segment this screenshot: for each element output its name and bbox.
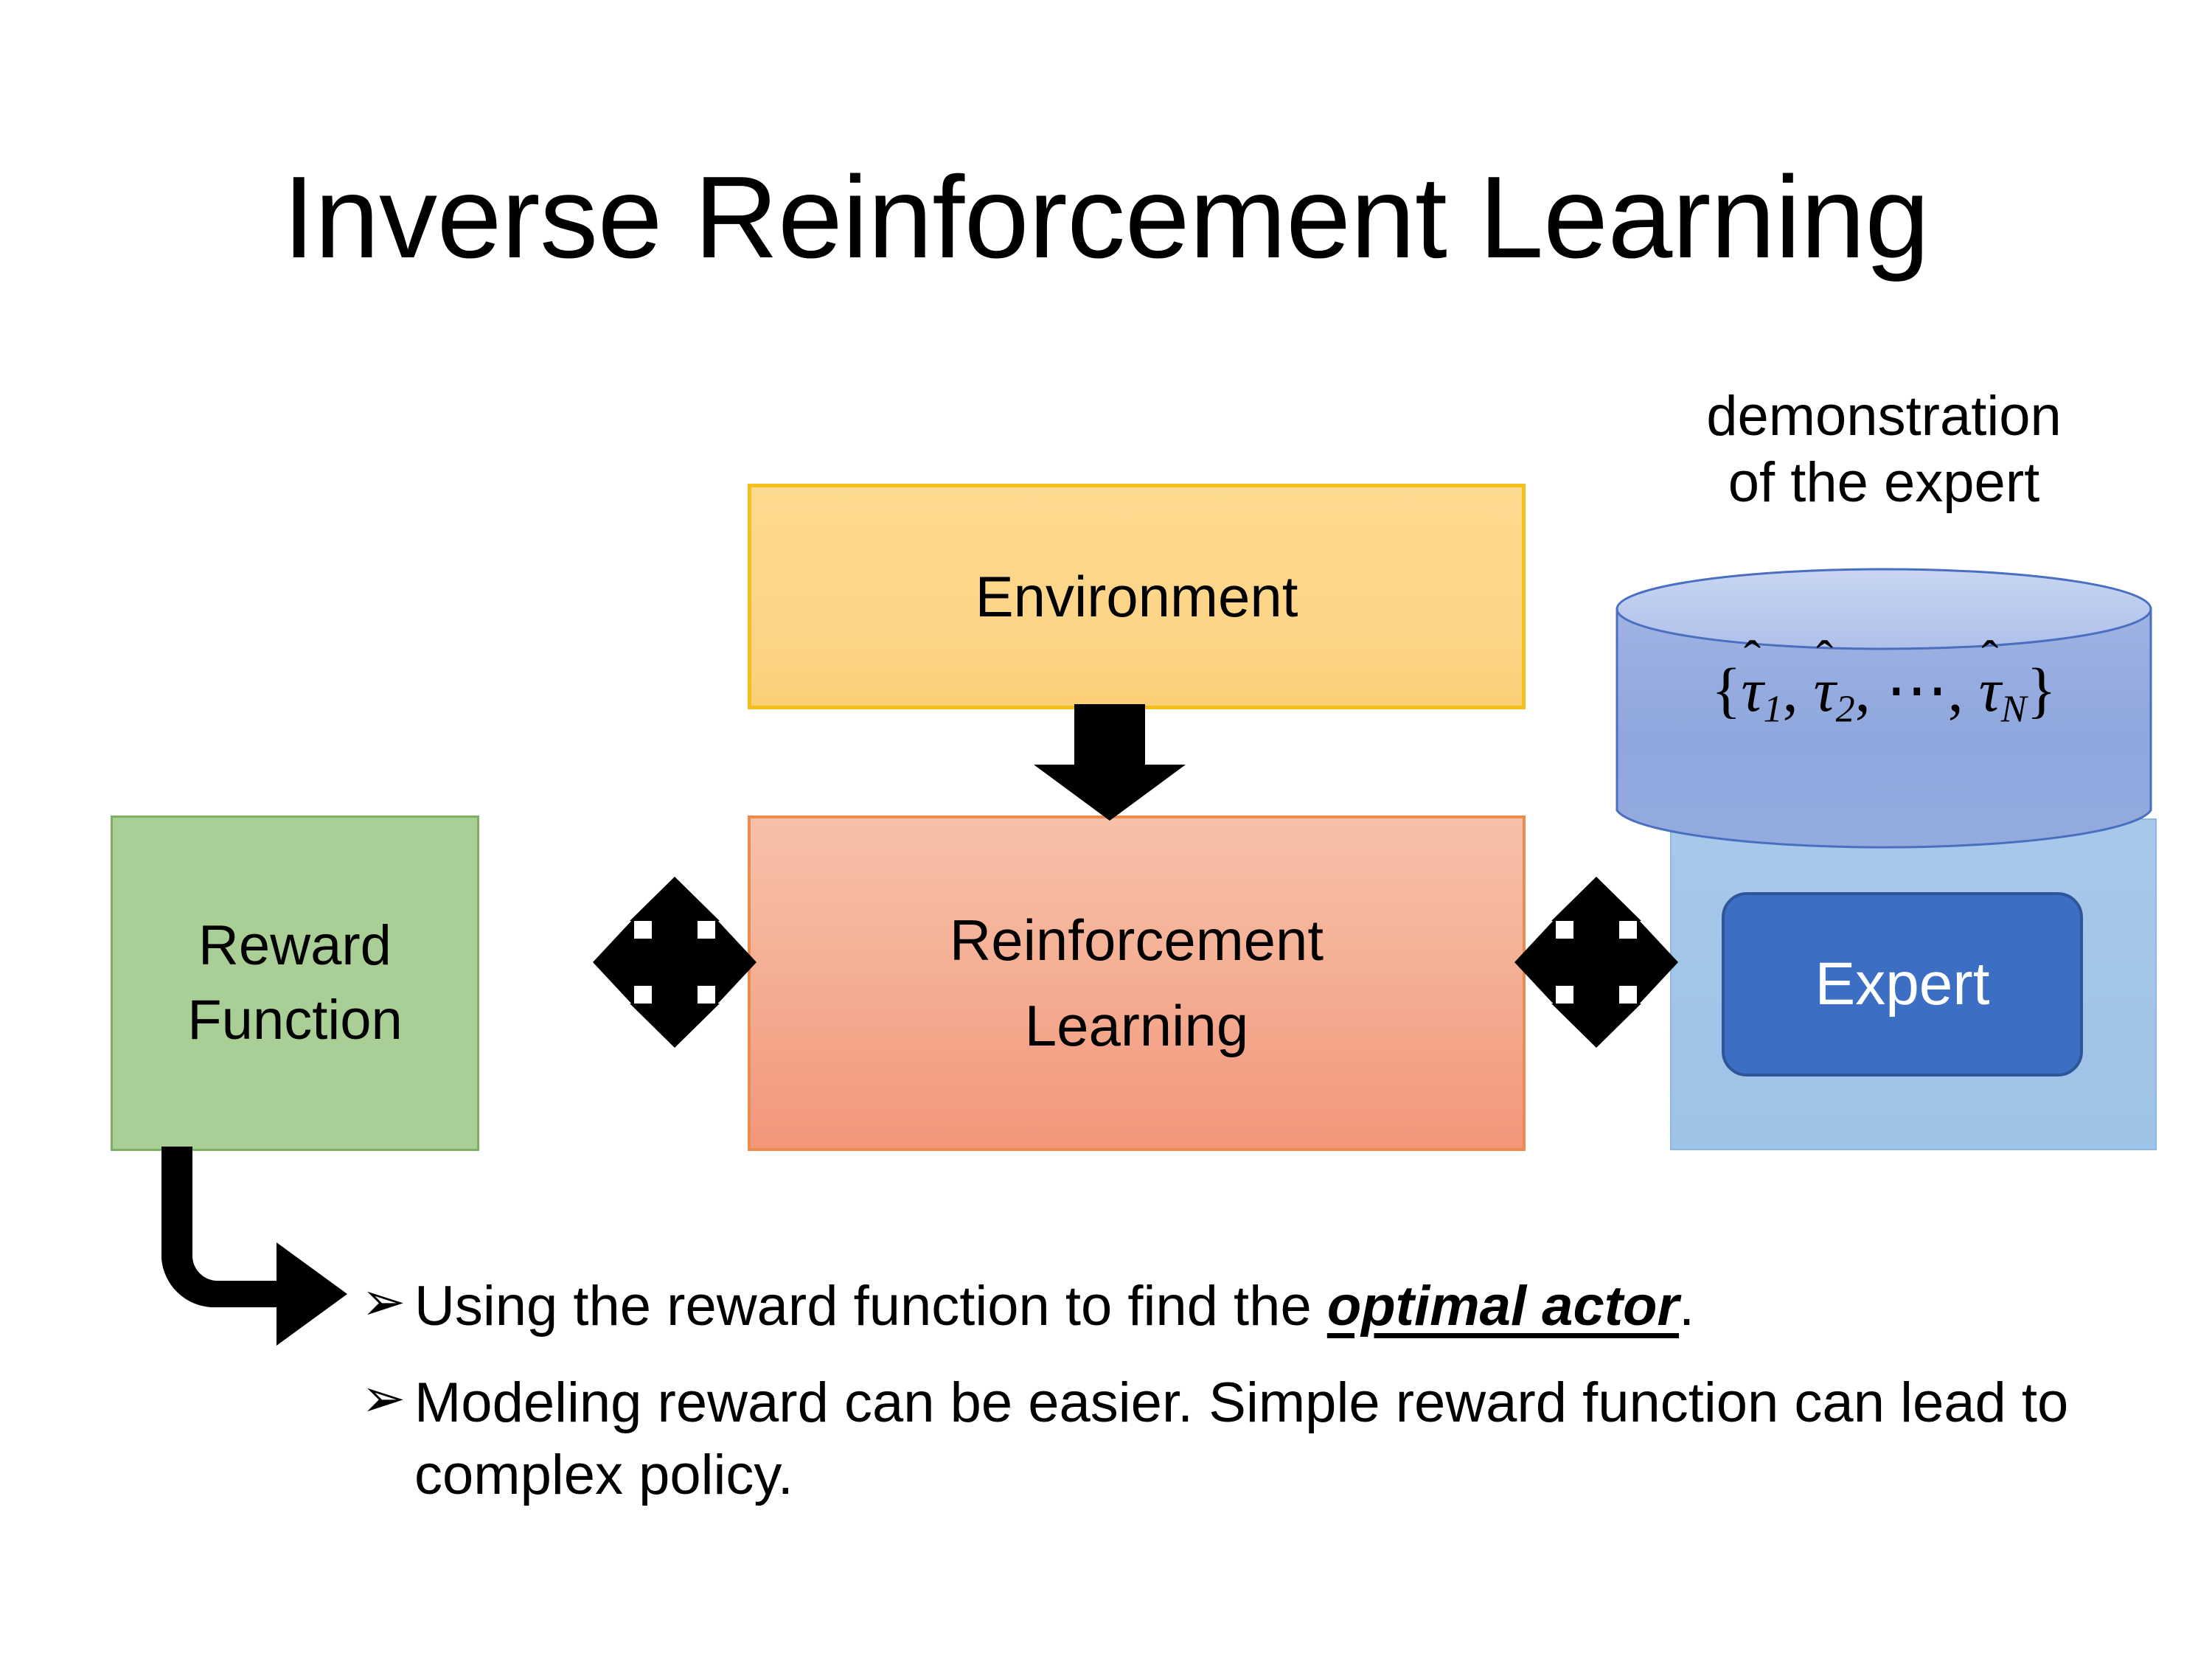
formula-tau-glyph-n: τ <box>1978 656 2001 725</box>
formula-ellipsis: ⋯ <box>1885 656 1948 725</box>
reinforcement-learning-node-label: Reinforcement Learning <box>950 898 1324 1068</box>
bullet-text-post: . <box>1679 1275 1695 1338</box>
bent-arrow-icon <box>161 1147 347 1346</box>
bullet-text: Modeling reward can be easier. Simple re… <box>414 1371 2069 1506</box>
cylinder-shape <box>1615 568 2152 849</box>
formula-sub-2: 2 <box>1835 688 1855 731</box>
list-item: ➢ Modeling reward can be easier. Simple … <box>361 1367 2131 1511</box>
bullet-list: ➢ Using the reward function to find the … <box>361 1270 2131 1536</box>
demonstration-caption-line1: demonstration <box>1706 385 2062 448</box>
formula-sub-n: N <box>2000 688 2027 731</box>
reinforcement-learning-label-line1: Reinforcement <box>949 908 1324 973</box>
formula-tau-n: ̂τ <box>1979 660 2001 722</box>
demonstration-caption-line2: of the expert <box>1728 451 2040 514</box>
bullet-marker-icon: ➢ <box>361 1270 406 1332</box>
formula-brace-close: } <box>2026 656 2056 725</box>
expert-node[interactable]: Expert <box>1722 892 2083 1077</box>
formula-tau-glyph-1: τ <box>1741 656 1764 725</box>
bullet-emphasis: optimal actor <box>1326 1275 1680 1338</box>
expert-node-label: Expert <box>1815 950 1990 1018</box>
formula-sub-1: 1 <box>1763 688 1783 731</box>
reinforcement-learning-node[interactable]: Reinforcement Learning <box>748 815 1526 1151</box>
formula-tau-1: ̂τ <box>1741 660 1763 722</box>
reward-function-label-line2: Function <box>187 988 403 1051</box>
formula-brace-open: { <box>1711 656 1742 725</box>
quad-arrow-icon <box>593 877 757 1048</box>
down-arrow-icon <box>1034 704 1186 821</box>
reward-function-node[interactable]: Reward Function <box>111 815 479 1151</box>
page-title: Inverse Reinforcement Learning <box>282 153 1930 282</box>
demonstration-formula: {̂τ1, ̂τ2, ⋯, ̂τN} <box>1711 656 2056 731</box>
quad-arrow-icon <box>1514 877 1678 1048</box>
bullet-marker-icon: ➢ <box>361 1367 406 1430</box>
list-item: ➢ Using the reward function to find the … <box>361 1270 2131 1342</box>
bullet-text: Using the reward function to find the op… <box>414 1270 2131 1342</box>
environment-node[interactable]: Environment <box>748 484 1526 709</box>
demonstration-caption: demonstration of the expert <box>1607 383 2160 515</box>
formula-tau-2: ̂τ <box>1814 660 1836 722</box>
reinforcement-learning-label-line2: Learning <box>1024 992 1249 1058</box>
bullet-text-pre: Using the reward function to find the <box>414 1275 1327 1338</box>
environment-node-label: Environment <box>975 563 1298 629</box>
demonstration-cylinder <box>1615 568 2152 852</box>
reward-function-node-label: Reward Function <box>187 909 403 1057</box>
formula-tau-glyph-2: τ <box>1813 656 1836 725</box>
reward-function-label-line1: Reward <box>198 914 392 978</box>
